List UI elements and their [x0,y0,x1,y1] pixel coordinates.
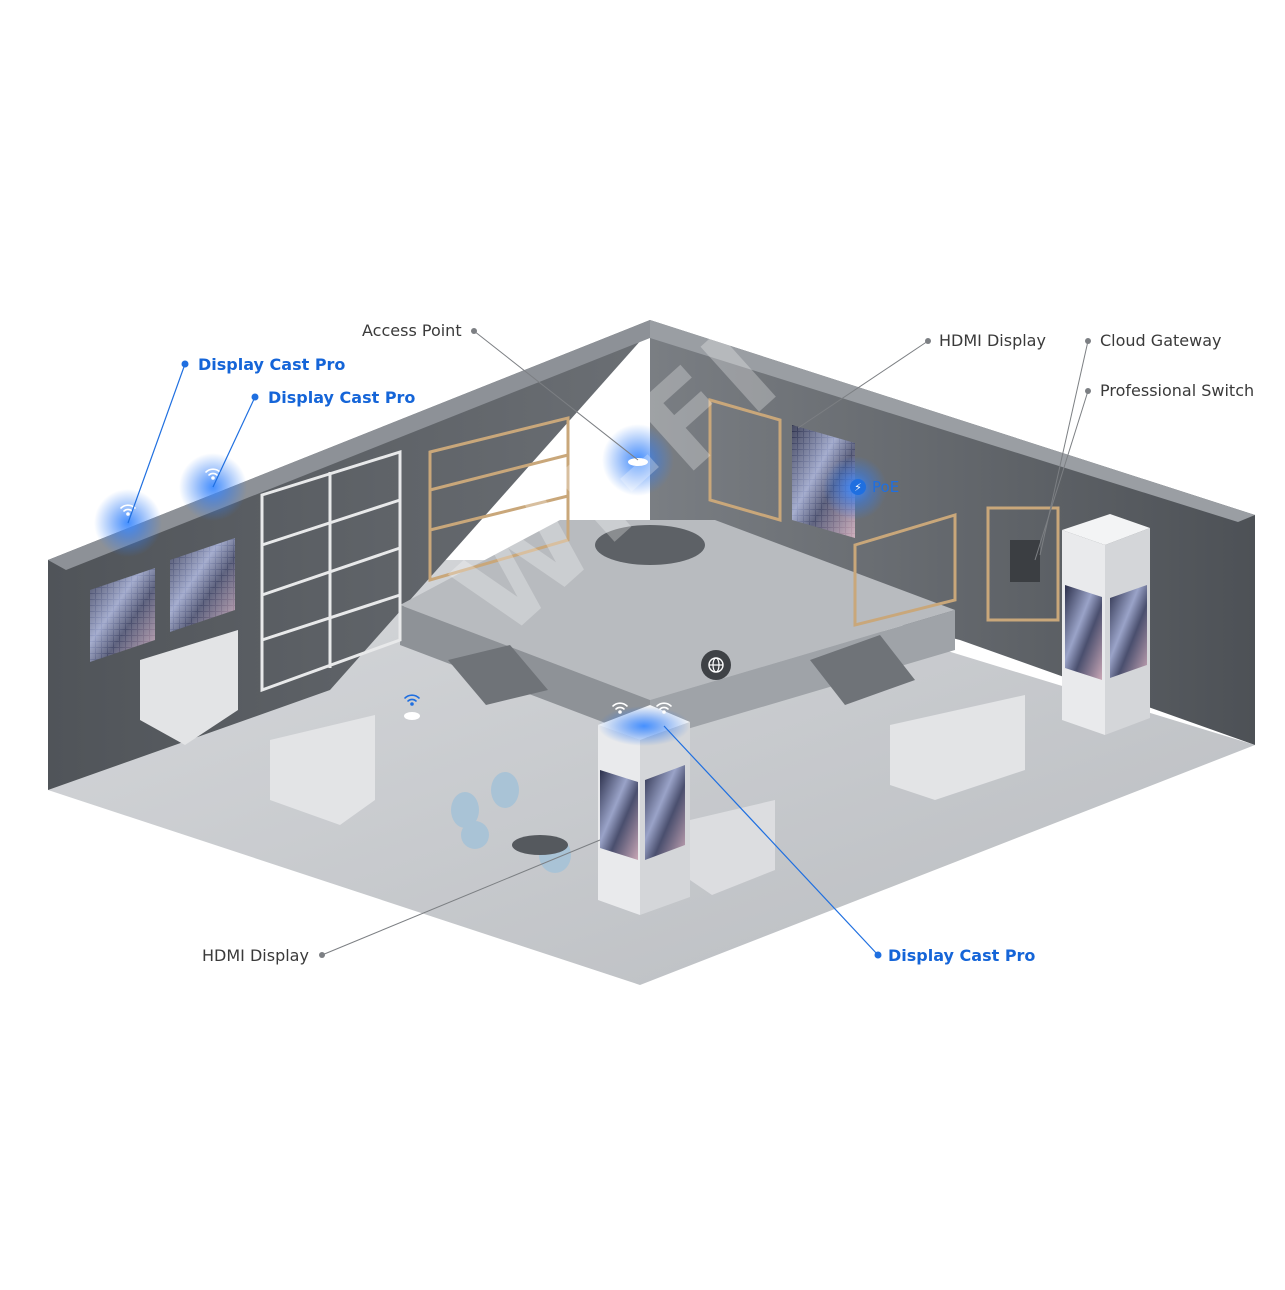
blue-leader-lines [127,363,879,956]
wifi-icon [205,468,221,480]
label-access-point: Access Point [362,321,462,340]
globe-icon [701,650,731,680]
platform [400,520,955,700]
display-cast-pro-glow-3 [598,706,690,746]
leader-lines [321,330,1089,956]
pillar-front [598,705,690,915]
label-cloud-gateway: Cloud Gateway [1100,331,1222,350]
lounge-furniture [451,772,571,873]
wifi-icon [656,702,672,714]
label-display-cast-pro-2: Display Cast Pro [268,388,416,407]
counters [140,525,1025,895]
shelf-unit-right [708,398,957,627]
lightning-icon: ⚡ [850,479,866,495]
poe-indicator: ⚡ PoE [850,478,899,496]
shelf-unit-left [260,449,402,693]
label-hdmi-display-top: HDMI Display [939,331,1046,350]
poe-label: PoE [872,478,900,496]
shelf-unit-back [428,416,570,582]
left-wall-displays [90,538,235,662]
wifi-icon [404,694,420,706]
label-display-cast-pro-1: Display Cast Pro [198,355,346,374]
label-hdmi-display-bottom: HDMI Display [202,946,309,965]
wifi-icon [612,702,628,714]
label-professional-switch: Professional Switch [1100,381,1255,400]
pillar-right [1062,514,1150,735]
rack [1010,540,1040,582]
label-display-cast-pro-3: Display Cast Pro [888,946,1036,965]
